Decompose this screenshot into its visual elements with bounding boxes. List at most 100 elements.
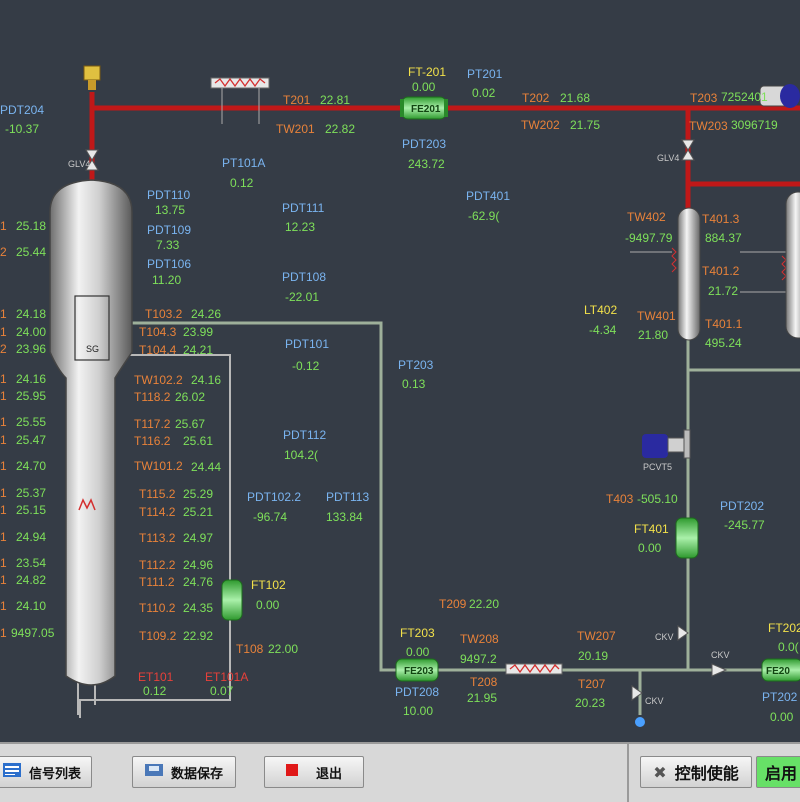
reading-tw202: TW202	[521, 118, 560, 132]
reading-t401-3-v: 884.37	[705, 231, 742, 245]
reading-t403-v: -505.10	[637, 492, 678, 506]
reading-ft202-v: 0.0(	[778, 640, 799, 654]
reading-ft102-v: 0.00	[256, 598, 280, 612]
list-icon	[2, 763, 21, 781]
reading-l-6-v: 24.16	[16, 372, 47, 386]
reading-pdt110: PDT110	[147, 188, 191, 202]
reading-t104-3-v: 23.99	[183, 325, 214, 339]
reading-l-9: 1	[0, 433, 7, 447]
save-icon	[144, 762, 163, 782]
exit-label: 退出	[315, 766, 342, 782]
reading-pdt401: PDT401	[466, 189, 511, 203]
reading-l-14: 1	[0, 556, 7, 570]
reading-t108: T108	[236, 642, 264, 656]
reading-pt201-v: 0.02	[472, 86, 496, 100]
reading-l-9-v: 25.47	[16, 433, 47, 447]
reading-ft-201-v: 0.00	[412, 80, 436, 94]
reading-t207: T207	[578, 677, 606, 691]
reading-tw201: TW201	[276, 122, 315, 136]
reading-pt202-v: 0.00	[770, 710, 794, 724]
drain-drop-icon	[635, 717, 645, 727]
reading-pdt106-v: 11.20	[152, 273, 182, 287]
reading-t207-v: 20.23	[575, 696, 606, 710]
reading-t401-1-v: 495.24	[705, 336, 742, 350]
reading-tw201-v: 22.82	[325, 122, 356, 136]
reading-et101: ET101	[138, 670, 174, 684]
data-save-button[interactable]: 数据保存	[132, 756, 236, 788]
reading-pdt208-v: 10.00	[403, 704, 434, 718]
reading-t103-2: T103.2	[145, 307, 183, 321]
reading-l-17-v: 9497.05	[11, 626, 55, 640]
reading-t117-2-v: 25.67	[175, 417, 206, 431]
reading-tw401-v: 21.80	[638, 328, 669, 342]
reading-tw101-2: TW101.2	[134, 459, 183, 473]
reading-t202-v: 21.68	[560, 91, 591, 105]
heater-bottom-icon	[505, 663, 563, 675]
reading-pt101a-v: 0.12	[230, 176, 254, 190]
control-enable-button[interactable]: ✖ 控制使能	[640, 756, 752, 788]
flow-meter-fe201-icon	[400, 96, 448, 120]
reading-t109-2-v: 22.92	[183, 629, 214, 643]
reading-tw208-v: 9497.2	[460, 652, 497, 666]
reading-pdt113-v: 133.84	[326, 510, 363, 524]
reading-t201: T201	[283, 93, 311, 107]
reading-l-14-v: 23.54	[16, 556, 47, 570]
reading-l-5: 2	[0, 342, 7, 356]
reading-l-2-v: 25.44	[16, 245, 47, 259]
reading-l-11: 1	[0, 486, 7, 500]
reading-pdt106: PDT106	[147, 257, 192, 271]
relief-valve-icon	[83, 65, 101, 90]
reading-pdt202: PDT202	[720, 499, 765, 513]
reading-t104-3: T104.3	[139, 325, 177, 339]
reading-pdt101: PDT101	[285, 337, 330, 351]
reading-pdt204-v: -10.37	[5, 122, 40, 136]
reading-tw102-2: TW102.2	[134, 373, 183, 387]
process-diagram: SG FE201	[49, 65, 800, 727]
reading-pdt108: PDT108	[282, 270, 327, 284]
reading-tw203-v: 3096719	[731, 118, 778, 132]
reading-pdt101-v: -0.12	[292, 359, 320, 373]
reading-t117-2: T117.2	[134, 417, 171, 431]
reading-pdt102-2-v: -96.74	[253, 510, 288, 524]
reading-pt101a: PT101A	[222, 156, 266, 170]
reading-pdt208: PDT208	[395, 685, 440, 699]
reading-l-10: 1	[0, 459, 7, 473]
reading-t209: T209	[439, 597, 467, 611]
control-valve-pcvt-icon	[759, 84, 800, 108]
reading-l-15: 1	[0, 573, 7, 587]
sg-label: SG	[86, 344, 99, 354]
reading-l-17: 1	[0, 626, 7, 640]
reading-t111-2-v: 24.76	[183, 575, 214, 589]
reading-t109-2: T109.2	[139, 629, 177, 643]
reading-tw207-v: 20.19	[578, 649, 609, 663]
reading-pdt111-v: 12.23	[285, 220, 316, 234]
reading-tw102-2-v: 24.16	[191, 373, 222, 387]
reading-t104-4-v: 24.21	[183, 343, 214, 357]
signal-list-button[interactable]: 信号列表	[0, 756, 92, 788]
reading-t111-2: T111.2	[139, 575, 175, 589]
reading-t202: T202	[522, 91, 550, 105]
reading-l-11-v: 25.37	[16, 486, 47, 500]
reading-t118-2-v: 26.02	[175, 390, 206, 404]
reading-t208: T208	[470, 675, 498, 689]
reading-l-3: 1	[0, 307, 7, 321]
reading-t116-2-v: 25.61	[183, 434, 214, 448]
reading-ft202: FT202	[768, 621, 800, 635]
bottom-toolbar: 信号列表 数据保存 退出 ✖ 控制使能 启用	[0, 742, 800, 802]
reading-l-2: 2	[0, 245, 7, 259]
reading-et101-v: 0.12	[143, 684, 167, 698]
reading-glv4-right: GLV4	[657, 153, 680, 163]
reading-pdt109-v: 7.33	[156, 238, 180, 252]
reading-l-13: 1	[0, 530, 7, 544]
reading-l-8: 1	[0, 415, 7, 429]
reading-l-3-v: 24.18	[16, 307, 47, 321]
reading-pdt102-2: PDT102.2	[247, 490, 302, 504]
reading-t401-2: T401.2	[702, 264, 740, 278]
reading-ft203: FT203	[400, 626, 435, 640]
reading-lt402: LT402	[584, 303, 618, 317]
reading-l-8-v: 25.55	[16, 415, 47, 429]
exit-button[interactable]: 退出	[264, 756, 364, 788]
steam-generator-vessel	[49, 179, 133, 686]
enable-toggle[interactable]: 启用	[756, 756, 800, 788]
reading-t203: T203	[690, 91, 718, 105]
